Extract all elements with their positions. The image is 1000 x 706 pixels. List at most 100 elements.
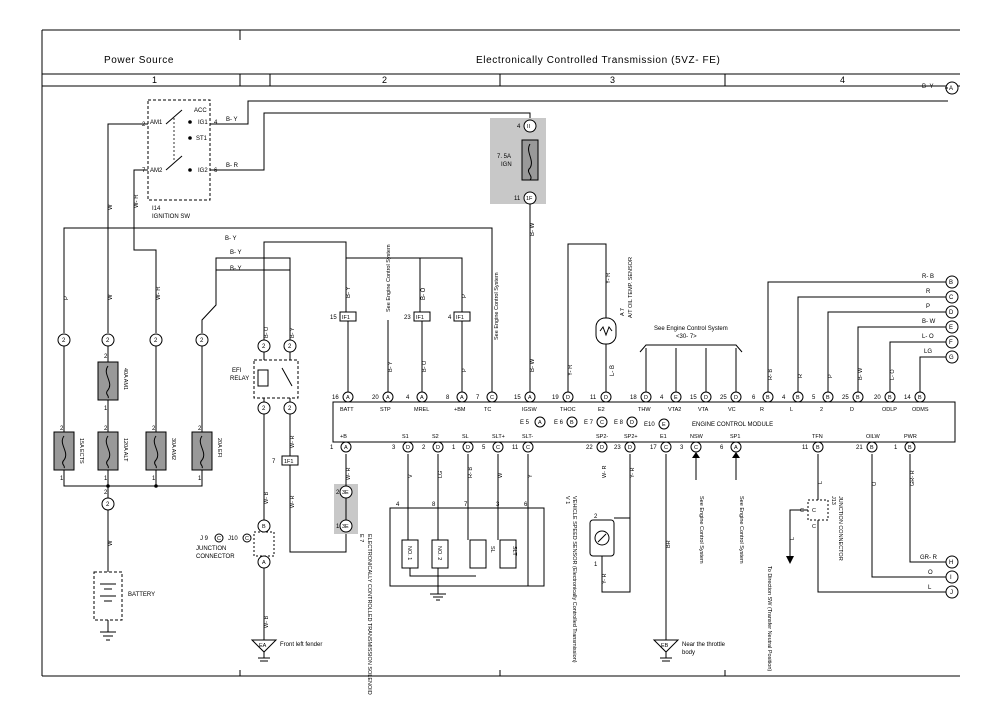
svg-text:15A ECTS: 15A ECTS bbox=[78, 438, 84, 464]
ecm-bot-connector bbox=[866, 441, 878, 453]
wire-by-ig1 bbox=[210, 100, 948, 125]
wire-p-bm bbox=[420, 257, 463, 318]
svg-text:C: C bbox=[812, 524, 816, 530]
svg-text:To Direction SW (Transfer Neut: To Direction SW (Transfer Neutral Positi… bbox=[766, 566, 772, 671]
ecm-box bbox=[332, 401, 956, 443]
wire-label: B- R bbox=[226, 163, 239, 169]
wire-label: B- W bbox=[530, 222, 536, 236]
svg-text:1: 1 bbox=[104, 476, 108, 482]
ecm-top-conn-letter: D bbox=[734, 395, 738, 401]
ecm-top-connector bbox=[670, 391, 682, 403]
ecm-bot-pin-no: 21 bbox=[856, 445, 863, 451]
svg-text:H: H bbox=[949, 560, 953, 566]
ecm-top-pin-name: THOC bbox=[560, 407, 576, 413]
svg-text:4: 4 bbox=[396, 502, 400, 508]
svg-text:J: J bbox=[950, 590, 953, 596]
ecm-top-connector bbox=[456, 391, 468, 403]
vehicle-speed-sensor: 2 1 V 1 VEHICLE SPEED SENSOR (Electronic… bbox=[564, 454, 631, 663]
ecm-top-conn-letter: B bbox=[796, 395, 800, 401]
svg-text:2: 2 bbox=[62, 338, 66, 344]
ecm-bot-connector bbox=[660, 441, 672, 453]
ecm-bot-pin-name: SP2+ bbox=[624, 434, 638, 440]
ecm-top-connector bbox=[884, 391, 896, 403]
svg-text:L- O: L- O bbox=[890, 369, 896, 380]
ecm-top-connector bbox=[416, 391, 428, 403]
svg-text:2: 2 bbox=[198, 426, 202, 432]
ecm-bot-connector bbox=[624, 441, 636, 453]
svg-text:Y- R: Y- R bbox=[602, 573, 608, 584]
ecm-bot-conn-letter: C bbox=[694, 445, 698, 451]
ground-ea-label: Front left fender bbox=[280, 642, 322, 648]
ecm-bot-conn-letter: C bbox=[526, 445, 530, 451]
ecm-top-connector bbox=[342, 391, 354, 403]
svg-text:W: W bbox=[498, 472, 504, 478]
svg-text:2: 2 bbox=[106, 502, 110, 508]
svg-text:1: 1 bbox=[104, 406, 108, 412]
svg-text:7. 5A: 7. 5A bbox=[497, 154, 511, 160]
svg-text:2: 2 bbox=[104, 426, 108, 432]
svg-text:IF1: IF1 bbox=[342, 315, 350, 321]
ecm-bot-pin-name: S2 bbox=[432, 434, 439, 440]
svg-text:4: 4 bbox=[517, 124, 521, 130]
svg-text:15: 15 bbox=[330, 315, 337, 321]
ecm-bot-pin-name: TFN bbox=[812, 434, 823, 440]
ecm-top-conn-letter: B bbox=[888, 395, 892, 401]
svg-text:20A EFI: 20A EFI bbox=[216, 438, 222, 458]
svg-text:C: C bbox=[245, 536, 249, 542]
ground-eb-label: Near the throttle bbox=[682, 642, 726, 648]
svg-text:B- W: B- W bbox=[858, 367, 864, 380]
ecm-top-pin-no: 4 bbox=[660, 395, 664, 401]
svg-text:W- R: W- R bbox=[346, 468, 352, 480]
svg-text:W- R: W- R bbox=[602, 466, 608, 478]
ecm-bot-conn-letter: A bbox=[734, 445, 738, 451]
svg-text:2: 2 bbox=[336, 490, 340, 496]
svg-text:IGN: IGN bbox=[501, 162, 512, 168]
sensor-a7-name: A/T OIL TEMP. SENSOR bbox=[628, 257, 634, 318]
terminal-ig2: IG2 bbox=[198, 168, 208, 174]
junction-connector: B A J 9 C J10 C JUNCTION CONNECTOR bbox=[196, 519, 275, 569]
column-4: 4 bbox=[840, 75, 845, 85]
svg-text:B: B bbox=[949, 280, 953, 286]
ecm-top-pin-no: 11 bbox=[590, 395, 597, 401]
ecm-top-conn-letter: D bbox=[566, 395, 570, 401]
svg-text:EA: EA bbox=[259, 643, 267, 649]
svg-text:2: 2 bbox=[262, 344, 266, 350]
wire-by-batt bbox=[263, 241, 347, 340]
ecm-bot-pin-no: 3 bbox=[680, 445, 684, 451]
ecm-top-connector bbox=[792, 391, 804, 403]
ecm-top-conn-letter: C bbox=[490, 395, 494, 401]
diagram-title: Electronically Controlled Transmission (… bbox=[476, 55, 720, 66]
ecm-top-pin-no: 25 bbox=[842, 395, 849, 401]
ecm-bot-pin-no: 3 bbox=[392, 445, 396, 451]
ecm-top-connector bbox=[914, 391, 926, 403]
ecm-top-conn-letter: E bbox=[674, 395, 678, 401]
ecm-top-pin-name: MREL bbox=[414, 407, 429, 413]
ecm-bot-conn-letter: D bbox=[436, 445, 440, 451]
wire-label: B- Y bbox=[346, 286, 352, 298]
ecm-bot-pin-name: SP2- bbox=[596, 434, 608, 440]
tfn-wiring: C C C L L J13 JUNCTION CONNECTOR To Dire… bbox=[766, 454, 946, 671]
svg-text:2: 2 bbox=[288, 406, 292, 412]
ecm-top-pin-name: ODLP bbox=[882, 407, 897, 413]
ecm-bot-pin-no: 6 bbox=[720, 445, 724, 451]
wire-label: L- B bbox=[610, 365, 616, 376]
svg-text:1: 1 bbox=[336, 524, 340, 530]
ecm-bot-conn-letter: B bbox=[908, 445, 912, 451]
svg-text:LG: LG bbox=[924, 349, 932, 355]
ecm-top-conn-letter: A bbox=[460, 395, 464, 401]
svg-text:2: 2 bbox=[154, 338, 158, 344]
ecm-top-pin-name: D bbox=[850, 407, 854, 413]
ecm-top-pin-no: 20 bbox=[874, 395, 881, 401]
svg-text:4: 4 bbox=[448, 315, 452, 321]
svg-text:7: 7 bbox=[272, 459, 276, 465]
svg-text:EB: EB bbox=[661, 643, 669, 649]
ecm-top-connector bbox=[762, 391, 774, 403]
svg-text:1: 1 bbox=[152, 476, 156, 482]
svg-text:23: 23 bbox=[404, 315, 411, 321]
svg-text:D: D bbox=[630, 420, 634, 426]
ecm-bot-pin-name: S1 bbox=[402, 434, 409, 440]
svg-text:A: A bbox=[949, 86, 953, 92]
wire-w-am1 bbox=[107, 123, 148, 333]
ecm-top-connector bbox=[486, 391, 498, 403]
